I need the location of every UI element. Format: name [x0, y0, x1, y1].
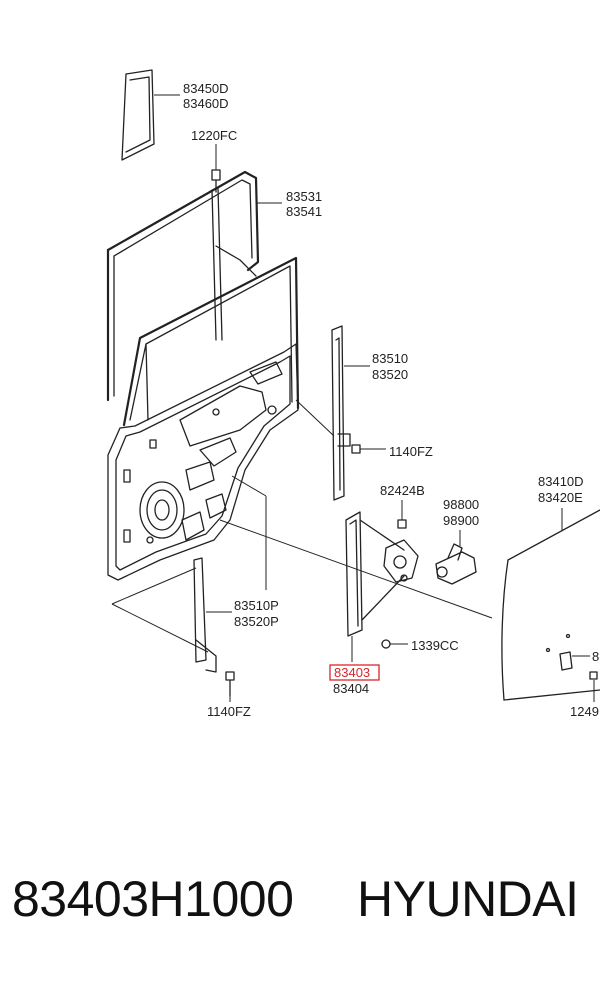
- brand-text: HYUNDAI: [357, 871, 579, 927]
- label-83420e: 83420E: [538, 490, 583, 505]
- regulator-motor-part: [435, 530, 477, 585]
- weatherstrip-part: [106, 170, 282, 402]
- bolt-1140fz-upper: [351, 444, 386, 454]
- label-82424b: 82424B: [380, 483, 425, 498]
- door-shell-part: [107, 256, 493, 619]
- label-1220fc: 1220FC: [191, 128, 237, 143]
- front-channel-part: [111, 557, 232, 673]
- bolt-82424b: [397, 500, 407, 529]
- label-83520p: 83520P: [234, 614, 279, 629]
- bolt-1140fz-lower: [225, 671, 235, 702]
- label-83510p: 83510P: [234, 598, 279, 613]
- part-caption: 83403H1000 HYUNDAI: [0, 870, 600, 950]
- rear-channel-part: [295, 325, 370, 501]
- label-1140fz-upper: 1140FZ: [389, 444, 433, 459]
- quarter-glass-part: [121, 69, 180, 161]
- label-83531: 83531: [286, 189, 322, 204]
- door-glass-part: [501, 508, 600, 702]
- label-98900: 98900: [443, 513, 479, 528]
- label-98800: 98800: [443, 497, 479, 512]
- window-regulator-part: [345, 511, 419, 662]
- label-cut-1249: 1249: [570, 704, 599, 719]
- label-83510: 83510: [372, 351, 408, 366]
- label-83404: 83404: [333, 681, 369, 696]
- label-83520: 83520: [372, 367, 408, 382]
- label-83541: 83541: [286, 204, 322, 219]
- label-83410d: 83410D: [538, 474, 584, 489]
- label-cut-8: 8: [592, 649, 599, 664]
- label-83403: 83403: [334, 665, 370, 680]
- part-number-text: 83403H1000: [12, 871, 294, 927]
- label-83450d: 83450D: [183, 81, 229, 96]
- nut-1339cc: [381, 639, 408, 649]
- label-83460d: 83460D: [183, 96, 229, 111]
- screw-1220fc: [211, 144, 221, 193]
- label-1339cc: 1339CC: [411, 638, 459, 653]
- exploded-parts-diagram: 83450D 83460D 1220FC 83531 83541 83510 8…: [106, 69, 600, 719]
- highlighted-part-callout: 83403: [329, 664, 380, 681]
- label-1140fz-lower: 1140FZ: [207, 704, 251, 719]
